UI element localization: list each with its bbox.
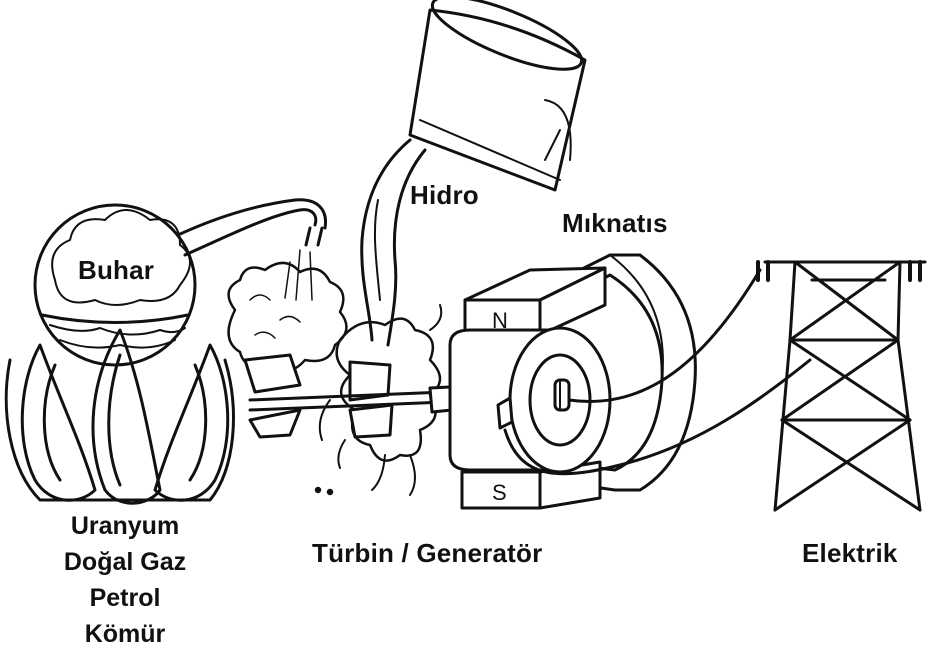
label-turbin-generator: Türbin / Generatör bbox=[312, 538, 542, 569]
fuel-item: Kömür bbox=[20, 616, 230, 652]
water-splash-icon bbox=[316, 305, 441, 495]
water-bucket-icon bbox=[410, 0, 589, 190]
transmission-tower-icon bbox=[758, 262, 925, 510]
water-stream-icon bbox=[362, 140, 425, 345]
fuel-list: Uranyum Doğal Gaz Petrol Kömür bbox=[20, 508, 230, 652]
fuel-item: Doğal Gaz bbox=[20, 544, 230, 580]
label-hidro: Hidro bbox=[410, 180, 479, 211]
label-miknatis: Mıknatıs bbox=[562, 208, 668, 239]
fuel-item: Uranyum bbox=[20, 508, 230, 544]
label-buhar: Buhar bbox=[78, 255, 154, 286]
turbine-icon bbox=[245, 355, 452, 437]
fuel-item: Petrol bbox=[20, 580, 230, 616]
steam-splash-icon bbox=[229, 250, 347, 370]
magnet-pole-s: S bbox=[492, 480, 507, 505]
label-elektrik: Elektrik bbox=[802, 538, 898, 569]
fuel-flame-icon bbox=[6, 330, 233, 503]
magnet-pole-n: N bbox=[492, 308, 508, 333]
